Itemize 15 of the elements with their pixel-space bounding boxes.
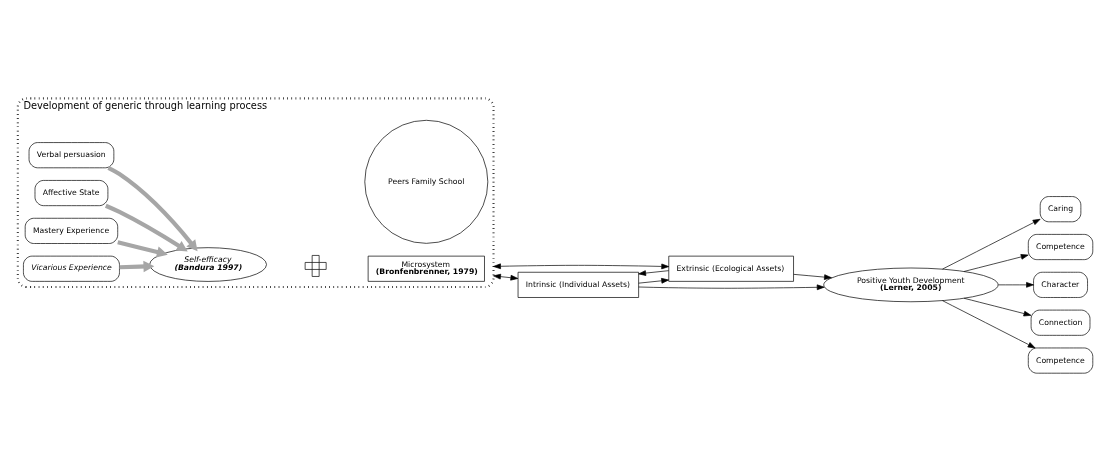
arrow xyxy=(119,260,155,273)
arrow xyxy=(997,282,1034,288)
arrow xyxy=(942,300,1036,349)
arrow xyxy=(963,254,1029,272)
arrow xyxy=(104,203,188,252)
arrow xyxy=(942,218,1041,270)
arrow xyxy=(493,263,670,270)
arrow xyxy=(117,240,168,258)
arrow xyxy=(638,284,825,291)
arrow xyxy=(793,274,832,280)
arrow xyxy=(493,273,519,281)
arrow xyxy=(638,278,669,284)
arrow xyxy=(107,165,198,252)
arrow xyxy=(963,297,1032,317)
arrow xyxy=(638,270,669,276)
